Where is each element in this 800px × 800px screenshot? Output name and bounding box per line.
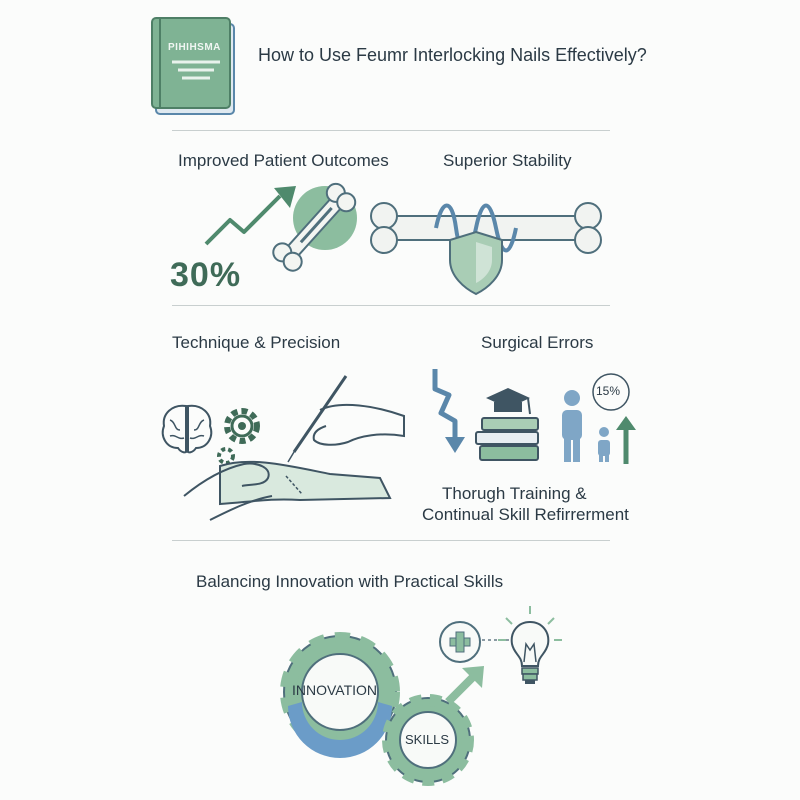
medical-plus-icon — [439, 621, 481, 663]
books-graduation-icon — [475, 388, 539, 461]
surgery-hands-icon — [183, 375, 405, 521]
outcomes-heading: Improved Patient Outcomes — [178, 151, 389, 170]
skills-gear-icon — [382, 694, 474, 786]
balance-heading: Balancing Innovation with Practical Skil… — [196, 572, 504, 591]
brain-icon — [161, 404, 213, 454]
errors-heading: Surgical Errors — [481, 333, 594, 352]
people-growth-icon — [562, 390, 636, 464]
stat-circle-icon — [592, 373, 630, 411]
innovation-gear-icon — [280, 632, 400, 758]
divider-top — [172, 130, 610, 131]
progress-arrow-icon — [445, 666, 484, 705]
page-title: How to Use Feumr Interlocking Nails Effe… — [258, 45, 647, 65]
innovation-gear-label: INNOVATION — [292, 682, 378, 698]
bone-stability-icon — [370, 202, 602, 296]
outcomes-stat: 30% — [170, 256, 242, 294]
book-cover-title: PIHIHSMA — [168, 42, 221, 53]
lightbulb-icon — [498, 606, 562, 684]
errors-stat: 15% — [596, 384, 621, 398]
skills-gear-label: SKILLS — [405, 732, 450, 747]
book-icon — [151, 17, 235, 115]
technique-heading: Technique & Precision — [172, 333, 341, 352]
lightning-down-arrow-icon — [432, 369, 465, 453]
divider-2 — [172, 540, 610, 541]
stability-heading: Superior Stability — [443, 151, 572, 170]
gears-icon — [217, 408, 260, 465]
divider-1 — [172, 305, 610, 306]
errors-caption-line1: Thorugh Training & — [442, 484, 587, 503]
trend-up-arrow-icon — [204, 186, 296, 246]
bone-nail-icon — [272, 182, 357, 272]
errors-caption-line2: Continual Skill Refirrerment — [422, 505, 629, 524]
dotted-connector-line — [482, 639, 512, 641]
